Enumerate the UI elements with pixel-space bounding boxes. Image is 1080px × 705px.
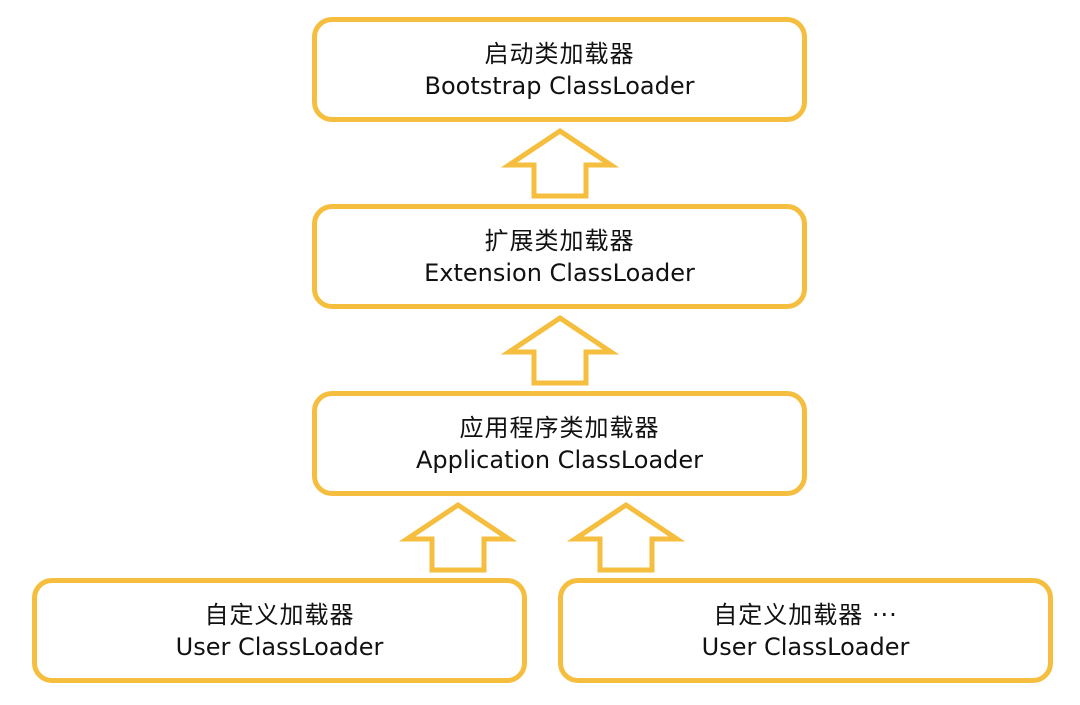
node-user1-en-label: User ClassLoader [175,632,384,661]
node-application-en-label: Application ClassLoader [415,445,704,474]
node-user-classloader-2: 自定义加载器 ··· User ClassLoader [558,578,1053,683]
arrow-application-to-extension [500,314,620,386]
node-application-cn-label: 应用程序类加载器 [459,413,660,442]
arrow-user2-to-application [566,501,686,573]
node-extension-cn-label: 扩展类加载器 [484,226,635,255]
node-extension-en-label: Extension ClassLoader [424,258,695,287]
node-user2-cn-label: 自定义加载器 ··· [713,600,898,629]
node-bootstrap-en-label: Bootstrap ClassLoader [424,71,695,100]
node-bootstrap-classloader: 启动类加载器 Bootstrap ClassLoader [312,17,807,122]
node-user-classloader-1: 自定义加载器 User ClassLoader [32,578,527,683]
arrow-user1-to-application [398,501,518,573]
node-application-classloader: 应用程序类加载器 Application ClassLoader [312,391,807,496]
arrow-extension-to-bootstrap [500,127,620,199]
node-extension-classloader: 扩展类加载器 Extension ClassLoader [312,204,807,309]
node-user1-cn-label: 自定义加载器 [204,600,355,629]
node-user2-en-label: User ClassLoader [701,632,910,661]
node-bootstrap-cn-label: 启动类加载器 [484,39,635,68]
